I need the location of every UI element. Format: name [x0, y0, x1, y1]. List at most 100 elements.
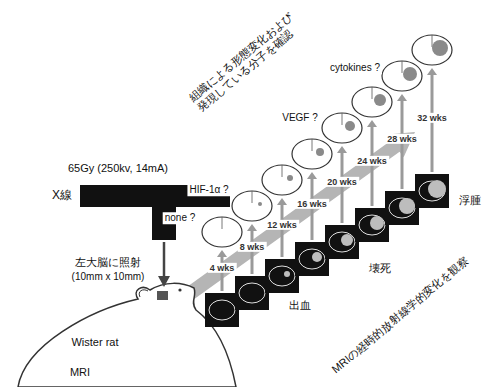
slice-lesion: [345, 121, 355, 131]
slice-outline: [412, 35, 452, 65]
slice-outline: [292, 139, 332, 169]
mri-frame: [355, 208, 389, 242]
week-label: 28 wks: [385, 134, 419, 144]
mri-lesion: [399, 198, 415, 214]
finding-label: 壊死: [369, 262, 391, 275]
week-label: 12 wks: [265, 220, 299, 230]
mri-brain: [239, 283, 265, 303]
week-arrow-head: [217, 250, 227, 257]
slice-midline: [432, 35, 433, 47]
brain-slice: [292, 139, 332, 169]
brain-slice: [322, 113, 362, 143]
week-arrow-head: [277, 198, 287, 205]
mri-lesion: [370, 216, 384, 230]
mri-brain: [209, 300, 235, 320]
mri-lesion: [428, 180, 446, 198]
week-label: 32 wks: [415, 112, 449, 122]
mri-background: [265, 259, 299, 293]
mri-background: [325, 225, 359, 259]
mri-brain: [269, 266, 295, 286]
week-label: 20 wks: [325, 177, 359, 187]
mri-background: [415, 174, 449, 208]
brain-slice: [232, 191, 272, 221]
field-size: (10mm x 10mm): [72, 271, 145, 283]
week-arrow-shaft: [431, 74, 434, 172]
brain-slice: [262, 165, 302, 195]
slice-midline: [222, 217, 223, 229]
xray-source: [80, 185, 230, 207]
slice-midline: [312, 139, 313, 151]
mri-background: [205, 293, 239, 327]
slice-lesion: [374, 94, 386, 106]
slice-midline: [282, 165, 283, 177]
slice-outline: [382, 61, 422, 91]
time-arrow: [181, 132, 415, 303]
mri-background: [235, 276, 269, 310]
mri-brain: [389, 198, 415, 218]
mri-background: [355, 208, 389, 242]
week-arrow-shaft: [251, 230, 254, 274]
slice-lesion: [432, 40, 448, 56]
slice-outline: [232, 191, 272, 221]
mri-frame: [385, 191, 419, 225]
mri-frame: [205, 293, 239, 327]
slice-outline: [322, 113, 362, 143]
section-heading: 組織による形態変化および 発現している分子を確認: [186, 10, 303, 114]
section-heading: MRIの経時的放射線学的変化を観察: [329, 254, 471, 376]
brain-slice: [202, 217, 242, 247]
week-label: 8 wks: [238, 241, 267, 251]
marker-label: cytokines ?: [328, 62, 382, 74]
irradiation-field: [157, 291, 168, 300]
slice-lesion: [258, 202, 262, 206]
mri-lesion: [284, 271, 290, 277]
mri-brain: [359, 215, 385, 235]
brain-slice: [412, 35, 452, 65]
mri-lesion: [341, 234, 353, 246]
week-label: 24 wks: [355, 155, 389, 165]
week-arrow-shaft: [221, 256, 224, 291]
week-arrow-head: [247, 224, 257, 231]
brain-slice: [352, 87, 392, 117]
mri-background: [385, 191, 419, 225]
slice-midline: [252, 191, 253, 203]
brain-slice: [382, 61, 422, 91]
finding-label: 浮腫: [459, 194, 481, 207]
marker-label: VEGF ?: [280, 112, 320, 124]
week-label: 4 wks: [208, 263, 237, 273]
slice-midline: [372, 87, 373, 99]
week-arrows: [217, 68, 437, 291]
mri-frame: [325, 225, 359, 259]
week-arrow-head: [367, 120, 377, 127]
slice-lesion: [316, 148, 324, 156]
week-arrow-shaft: [371, 126, 374, 206]
mri-frame: [295, 242, 329, 276]
beam-line: [163, 242, 166, 278]
slice-lesion: [287, 175, 293, 181]
time-arrow-shape: [181, 132, 415, 303]
marker-label: none ?: [163, 212, 198, 224]
slice-midline: [402, 61, 403, 73]
slice-outline: [262, 165, 302, 195]
week-arrow-shaft: [281, 204, 284, 257]
marker-label: HIF-1α ?: [187, 184, 230, 196]
dose-label: 65Gy (250kv, 14mA): [68, 162, 168, 175]
mri-frame: [235, 276, 269, 310]
slice-outline: [202, 217, 242, 247]
week-arrow-head: [337, 146, 347, 153]
animal-label: Wister rat: [71, 336, 118, 349]
target-label: 左大脳に照射: [75, 256, 141, 269]
mri-background: [295, 242, 329, 276]
week-arrow-shaft: [311, 178, 314, 240]
rat-ear: [139, 290, 148, 297]
week-label: 16 wks: [295, 198, 329, 208]
slice-outline: [352, 87, 392, 117]
week-arrow-head: [307, 172, 317, 179]
week-arrow-head: [397, 94, 407, 101]
mri-brain: [329, 232, 355, 252]
mri-lesion: [312, 252, 322, 262]
mri-frame: [415, 174, 449, 208]
week-arrow-head: [427, 68, 437, 75]
mri-brain: [299, 249, 325, 269]
slice-lesion: [403, 67, 417, 81]
